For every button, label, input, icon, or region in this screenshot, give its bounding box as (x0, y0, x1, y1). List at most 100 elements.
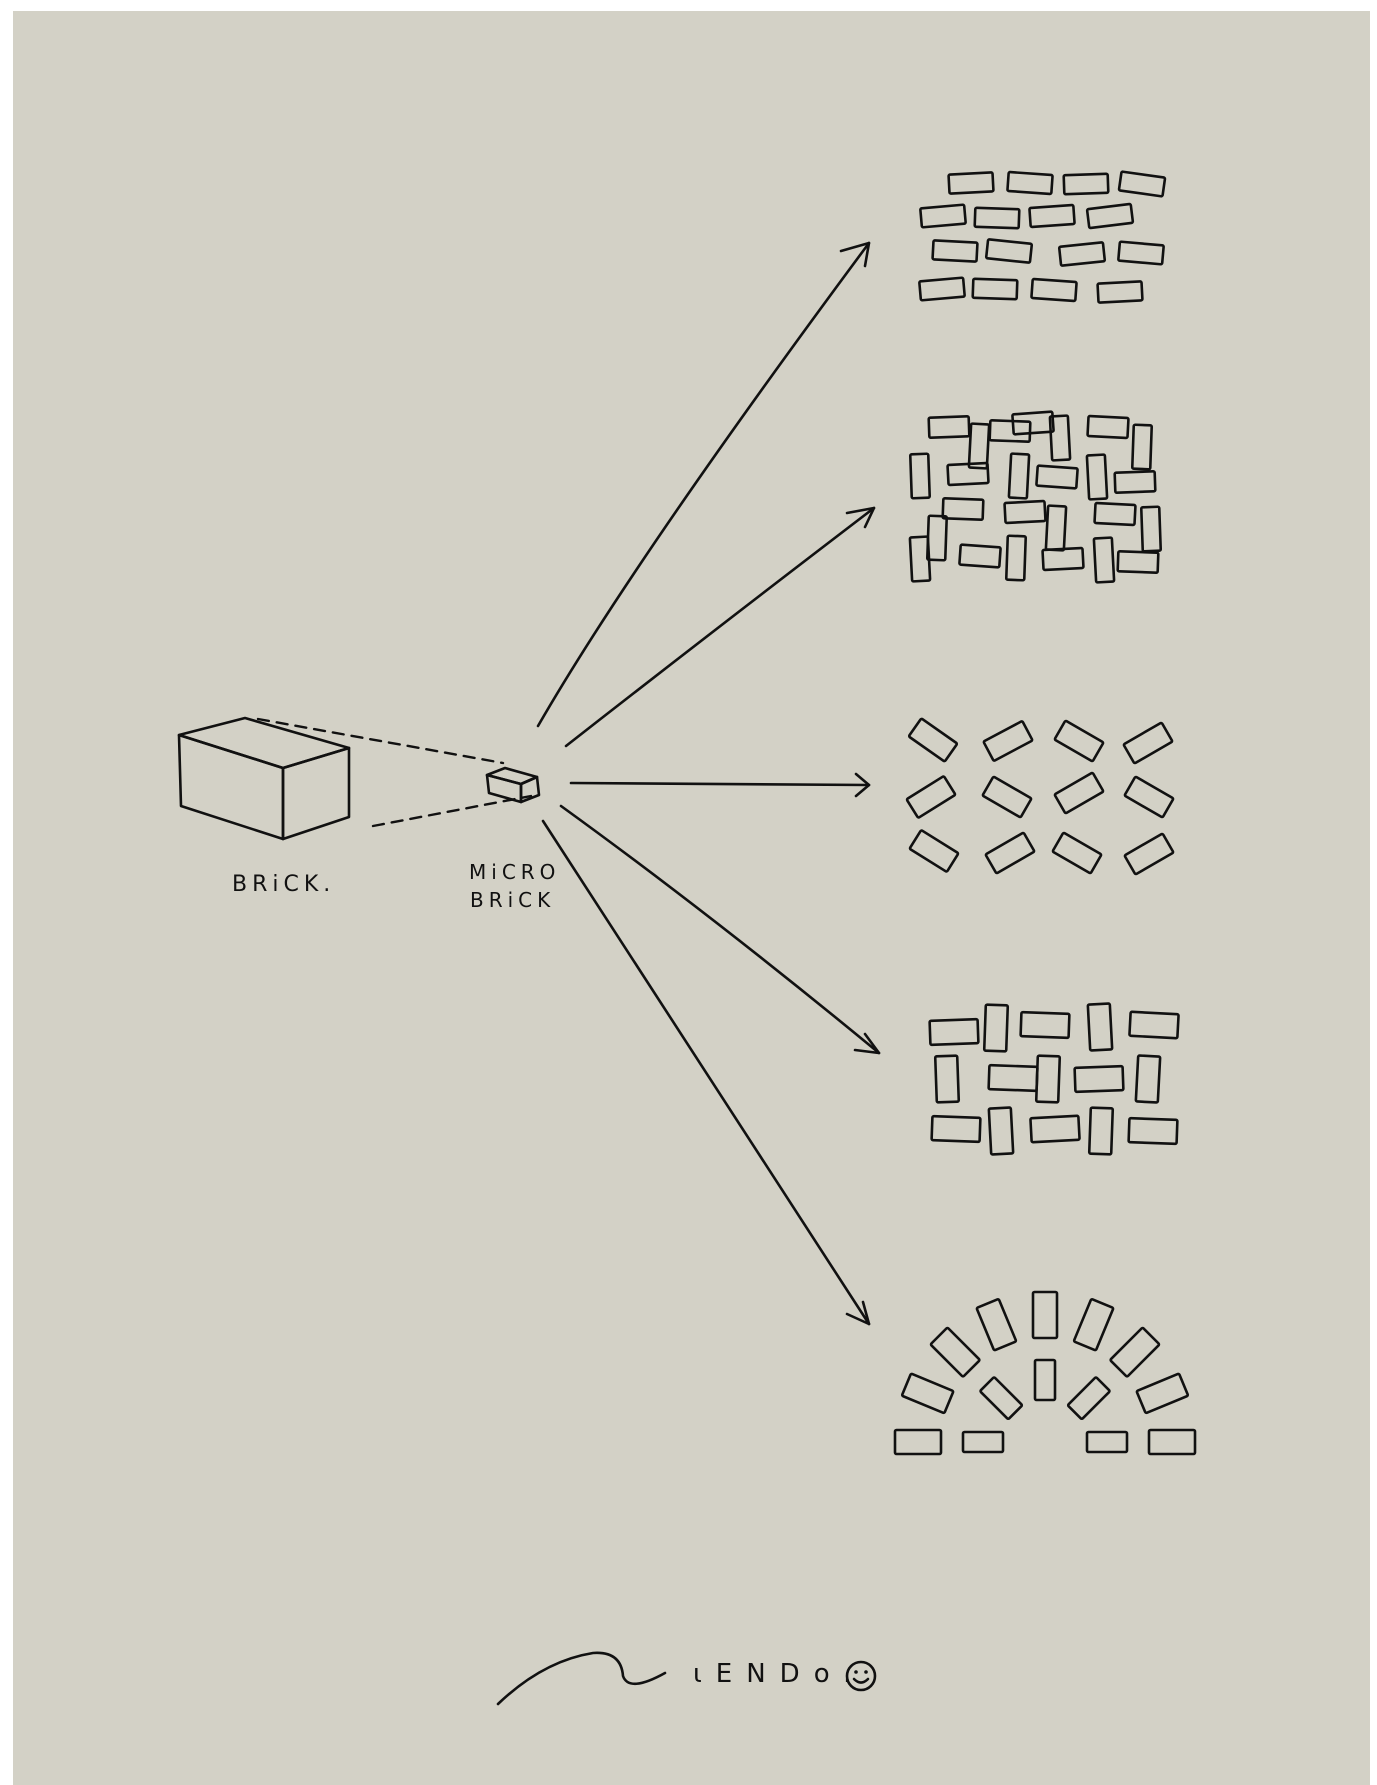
brick-unit (1048, 414, 1072, 462)
brick-unit (967, 422, 991, 470)
brick-unit (1087, 1106, 1115, 1156)
brick-unit (1035, 464, 1079, 490)
brick-unit (941, 497, 985, 521)
micro-brick-illustration (485, 766, 541, 804)
brick-unit (1096, 280, 1144, 304)
pattern-rotated-grid (905, 717, 1175, 876)
micro-brick-label-line2: BRiCK (470, 888, 556, 912)
arrow-to-pattern-2 (564, 506, 876, 748)
arrow-to-pattern-4 (559, 804, 881, 1055)
brick-unit (1085, 202, 1135, 230)
brick-unit (905, 775, 957, 819)
brick-unit (1041, 546, 1085, 572)
brick-unit (1034, 1054, 1062, 1104)
brick-unit (1029, 1114, 1081, 1144)
brick-unit (981, 775, 1033, 819)
brick-unit (1139, 505, 1163, 553)
arrowhead (845, 506, 876, 529)
brick-unit (908, 452, 932, 500)
brick-unit (1028, 203, 1076, 229)
brick-unit (1128, 1010, 1180, 1040)
arrow-to-pattern-1 (536, 241, 871, 728)
brick-unit (908, 535, 932, 583)
brick-unit (907, 717, 959, 763)
brick-unit (1123, 832, 1175, 876)
pattern-running-bond (918, 170, 1167, 304)
brick-unit (1085, 453, 1109, 501)
brick-unit (1147, 1428, 1197, 1456)
brick-unit (933, 1054, 961, 1104)
brick-unit (946, 461, 990, 487)
arrowhead (839, 241, 871, 268)
brick-unit (928, 1017, 980, 1047)
brick-unit (900, 1372, 955, 1415)
brick-unit (961, 1430, 1005, 1454)
micro-brick-label-line1: MiCRO (469, 860, 561, 884)
brick-unit (1062, 172, 1110, 196)
brick-unit (1033, 1358, 1057, 1402)
arrowhead (845, 1300, 871, 1326)
brick-unit (984, 831, 1036, 875)
brick-unit (971, 277, 1019, 301)
arrow-to-pattern-5 (541, 819, 871, 1326)
brick-unit (908, 829, 960, 873)
arrowhead (853, 1032, 881, 1055)
brick-unit (1085, 1430, 1129, 1454)
brick-unit (930, 1114, 982, 1144)
arrowhead (854, 772, 871, 798)
brick-unit (893, 1428, 943, 1456)
brick-unit (1086, 414, 1130, 440)
brick-unit (1123, 775, 1175, 819)
brick-label: BRiCK. (232, 872, 336, 897)
brick-unit (1066, 1376, 1111, 1421)
brick-unit (1007, 452, 1031, 500)
brick-unit (1051, 831, 1103, 875)
signature-swoosh (496, 1651, 667, 1706)
brick-unit (1003, 499, 1047, 525)
brick-unit (918, 276, 966, 302)
brick-unit (1057, 241, 1107, 267)
brick-unit (979, 1376, 1024, 1421)
brick-unit (958, 543, 1002, 569)
pattern-arch (893, 1290, 1197, 1456)
projection-line-top (256, 717, 505, 765)
brick-unit (1030, 277, 1078, 303)
brick-side-face (281, 746, 351, 841)
arrowheads (839, 241, 881, 1326)
brick-unit (931, 239, 979, 263)
pattern-basketweave (908, 410, 1163, 584)
brick-unit (1117, 240, 1165, 266)
brick-unit (1006, 170, 1054, 196)
brick-unit (1116, 550, 1160, 574)
brick-unit (1109, 1326, 1161, 1378)
diagram-canvas (177, 170, 1197, 1706)
brick-unit (1086, 1002, 1114, 1052)
brick-unit (1044, 504, 1068, 552)
brick-unit (1004, 534, 1028, 582)
brick-unit (947, 171, 995, 195)
brick-unit (1031, 1290, 1059, 1340)
brick-unit (925, 514, 949, 562)
brick-unit (1019, 1010, 1071, 1040)
brick-unit (1134, 1054, 1162, 1104)
arrow-to-pattern-3 (569, 781, 871, 787)
pattern-stack-bond (928, 1002, 1180, 1156)
brick-unit (1117, 170, 1167, 198)
brick-unit (1093, 501, 1137, 527)
projection-line-bottom (371, 794, 533, 828)
brick-unit (927, 415, 971, 439)
brick-unit (919, 203, 967, 229)
brick-unit (1092, 536, 1116, 584)
brick-illustration (177, 716, 351, 841)
brick-unit (1053, 719, 1105, 763)
brick-unit (982, 720, 1034, 762)
signature-text: ιENDo. (693, 1659, 866, 1689)
brick-unit (984, 238, 1034, 264)
smiley-icon (845, 1660, 877, 1692)
brick-unit (1122, 721, 1174, 765)
micro-brick-side-face (519, 775, 541, 804)
micro-brick-front-face (485, 773, 523, 804)
brick-unit (1113, 470, 1157, 494)
sheet: BRiCK. MiCRO BRiCK ιENDo. (13, 11, 1370, 1785)
brick-unit (975, 1297, 1018, 1352)
